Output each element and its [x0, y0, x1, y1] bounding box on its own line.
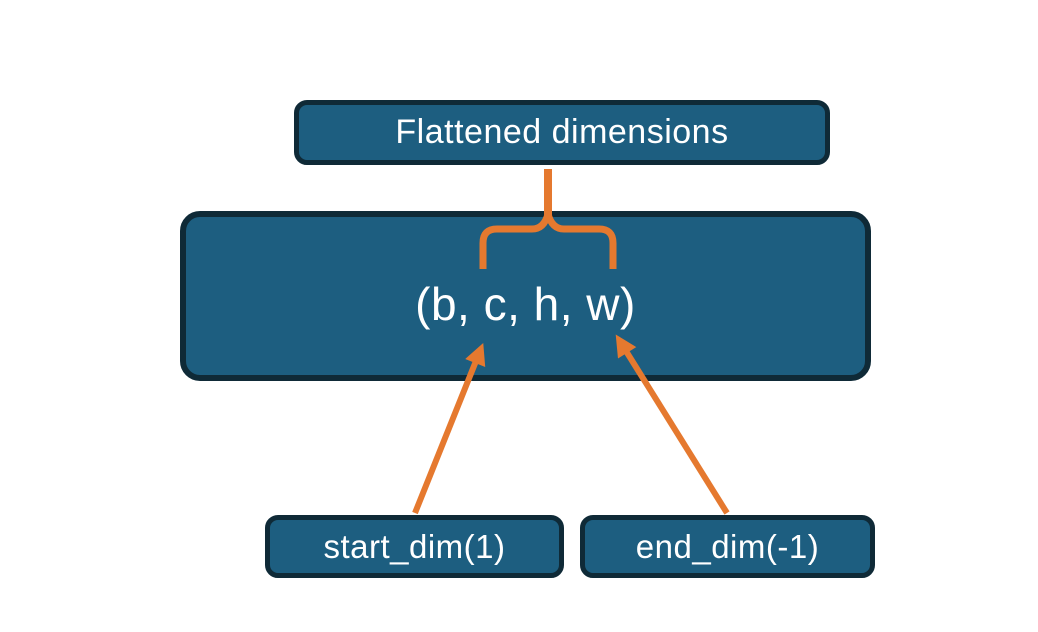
- end-dim-label: end_dim(-1): [635, 527, 820, 565]
- start-dim-box: start_dim(1): [265, 515, 564, 578]
- tensor-shape-box: (b, c, h, w): [180, 211, 871, 381]
- start-dim-arrow-icon: [412, 342, 486, 515]
- tensor-shape-label: (b, c, h, w): [415, 278, 636, 330]
- end-dim-box: end_dim(-1): [580, 515, 875, 578]
- flattened-dimensions-label: Flattened dimensions: [395, 113, 729, 151]
- start-dim-label: start_dim(1): [323, 527, 506, 565]
- flattened-dimensions-box: Flattened dimensions: [294, 100, 830, 165]
